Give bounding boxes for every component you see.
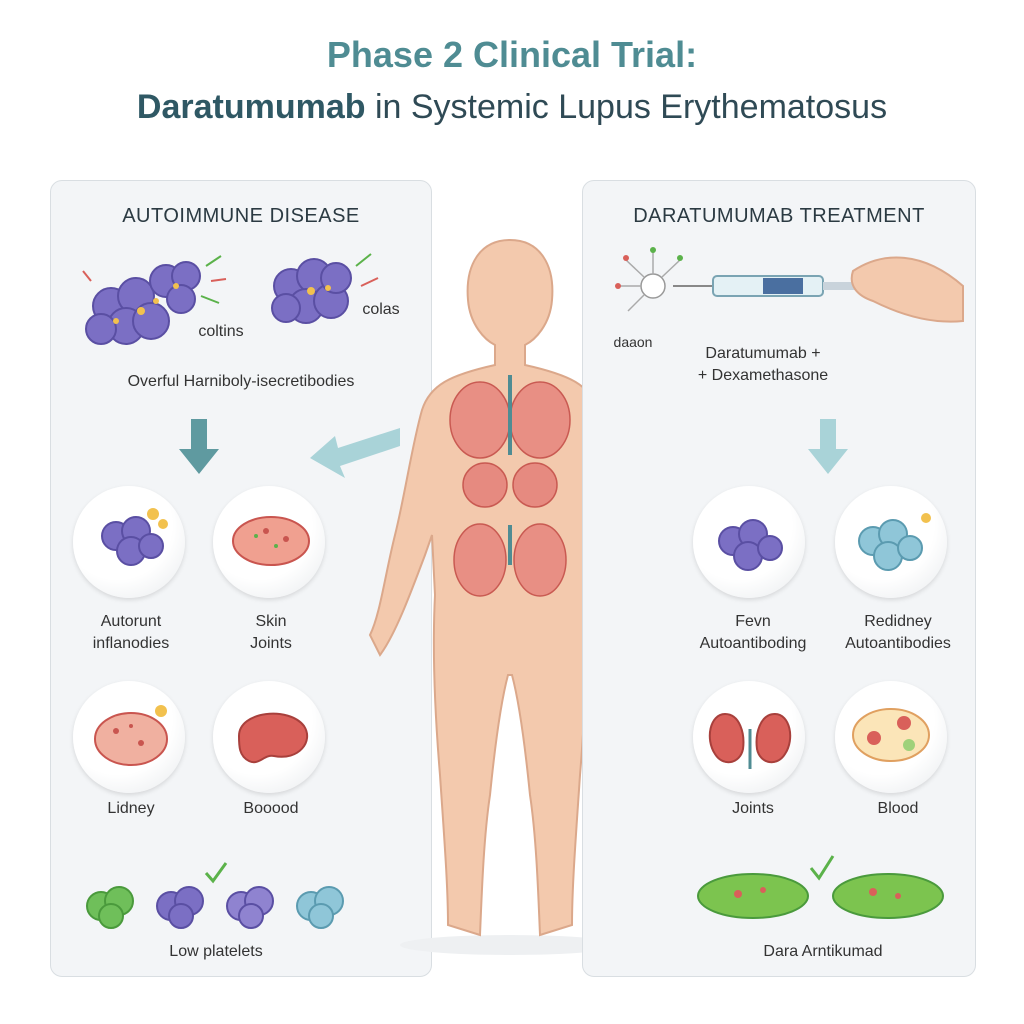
title-line-2: Daratumumab in Systemic Lupus Erythemato… xyxy=(0,88,1024,127)
right-item-3-label: Joints xyxy=(732,800,774,817)
healthy-cells-icon xyxy=(858,513,931,571)
cluster-label-1: coltins xyxy=(198,323,244,340)
reduced-cells-icon xyxy=(718,519,783,571)
autoimmune-disease-panel: AUTOIMMUNE DISEASE coltins colas Overful… xyxy=(50,180,432,977)
down-arrow-icon-right xyxy=(808,419,848,474)
arrow-to-disease-icon xyxy=(310,428,400,478)
left-item-4-label: Booood xyxy=(243,800,299,817)
right-panel-heading: DARATUMUMAB TREATMENT xyxy=(633,205,925,227)
platelet-cells-illustration xyxy=(86,862,344,929)
cluster-label-2: colas xyxy=(362,301,400,318)
target-cell-icon xyxy=(615,247,683,312)
down-arrow-icon xyxy=(179,419,219,474)
left-panel-heading: AUTOIMMUNE DISEASE xyxy=(122,205,360,227)
right-bottom-caption: Dara Arntikumad xyxy=(763,943,883,960)
antibody-cluster-illustration-1 xyxy=(82,255,227,345)
kidney-pair-icon xyxy=(708,712,792,769)
blood-cells-icon xyxy=(852,708,930,762)
title-line-1: Phase 2 Clinical Trial: xyxy=(326,34,698,75)
right-item-4-label: Blood xyxy=(877,800,919,817)
title-drug-name: Daratumumab xyxy=(136,88,366,126)
human-body-illustration xyxy=(368,238,652,955)
kidney-tissue-icon xyxy=(94,705,168,766)
daratumumab-treatment-panel: DARATUMUMAB TREATMENT daaon Daratumumab … xyxy=(582,180,976,977)
healthy-organ-illustration xyxy=(697,855,944,919)
target-cell-label: daaon xyxy=(613,334,653,350)
left-bottom-caption: Low platelets xyxy=(169,943,263,960)
title-disease: in Systemic Lupus Erythematosus xyxy=(365,88,888,126)
autoantibody-cells-icon xyxy=(101,508,168,566)
left-item-3-label: Lidney xyxy=(107,800,155,817)
organ-icon xyxy=(237,712,309,764)
antibody-cluster-illustration-2 xyxy=(271,253,379,324)
inflamed-tissue-icon xyxy=(232,516,310,566)
left-panel-caption: Overful Harniboly-isecretibodies xyxy=(127,373,355,390)
treatment-regimen-label: Daratumumab ++ Dexamethasone xyxy=(697,345,829,384)
syringe-hand-icon xyxy=(673,256,964,323)
